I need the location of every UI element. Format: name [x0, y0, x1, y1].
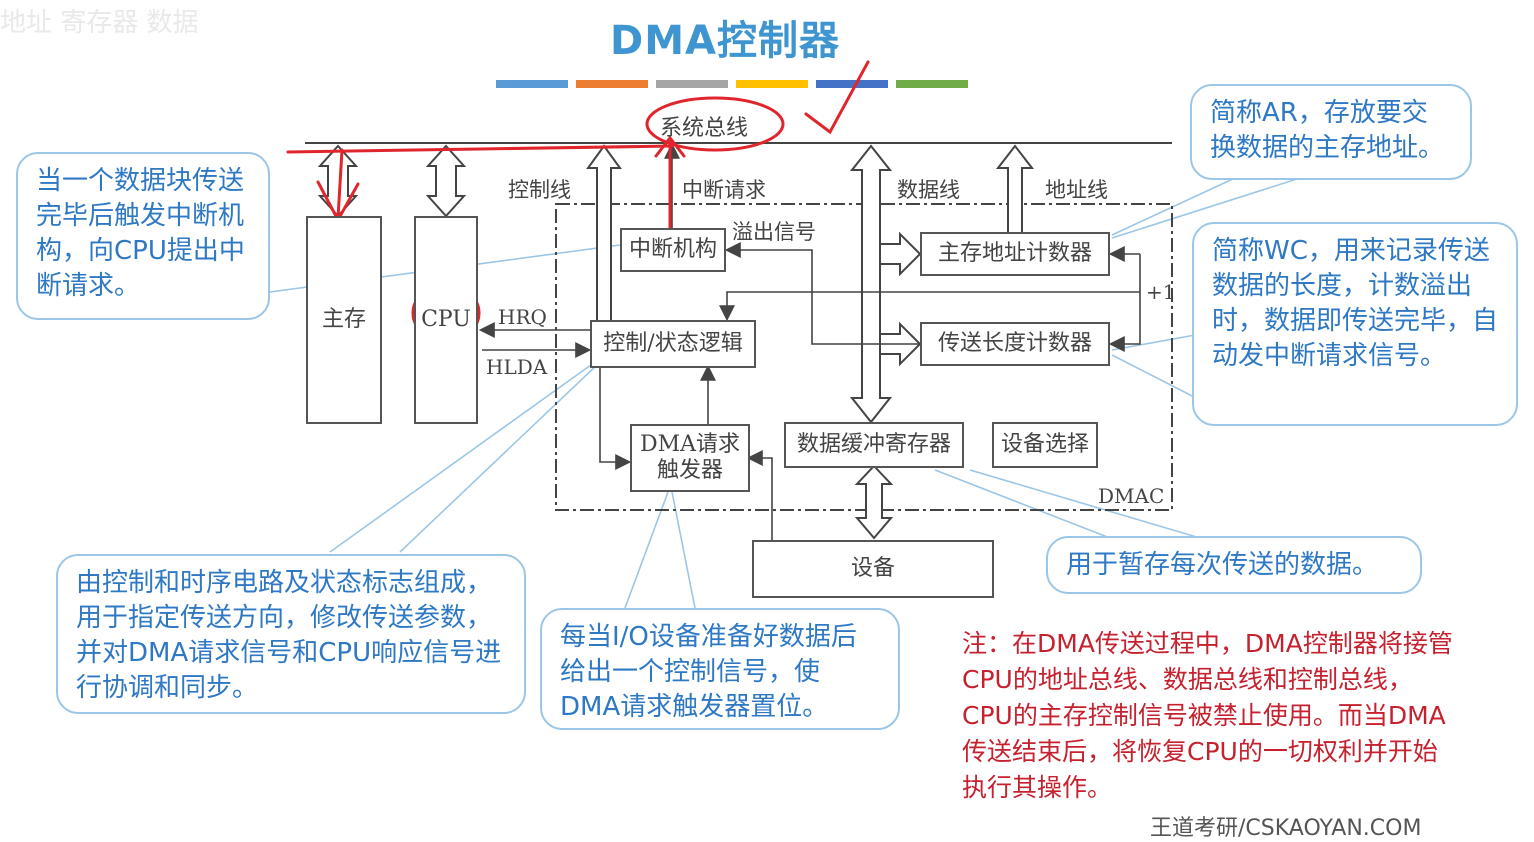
control-line-label: 控制线 — [508, 178, 571, 202]
main-memory-block: 主存 — [306, 216, 382, 424]
device-block: 设备 — [752, 540, 994, 598]
control-logic-block: 控制/状态逻辑 — [590, 320, 756, 368]
data-line-label: 数据线 — [897, 178, 960, 202]
cpu-label: CPU — [421, 306, 471, 332]
address-counter-input-arrow — [879, 231, 922, 277]
callout-dma-trigger: 每当I/O设备准备好数据后给出一个控制信号，使DMA请求触发器置位。 — [540, 608, 900, 730]
plus-one-label: +1 — [1146, 280, 1176, 304]
dmac-label: DMAC — [1098, 484, 1165, 508]
length-counter-block: 传送长度计数器 — [920, 322, 1110, 366]
cpu-block: CPU — [414, 216, 478, 424]
page-title: DMA控制器 — [610, 18, 840, 64]
note-text: 注：在DMA传送过程中，DMA控制器将接管CPU的地址总线、数据总线和控制总线，… — [962, 629, 1453, 802]
callout-control-logic: 由控制和时序电路及状态标志组成，用于指定传送方向，修改传送参数，并对DMA请求信… — [56, 554, 526, 714]
callout-word-count: 简称WC，用来记录传送数据的长度，计数溢出时，数据即传送完毕，自动发中断请求信号… — [1192, 222, 1518, 426]
system-bus-label: 系统总线 — [660, 116, 749, 141]
main-memory-label: 主存 — [321, 306, 366, 332]
dma-trigger-block: DMA请求触发器 — [630, 424, 750, 492]
callout-data-buffer: 用于暂存每次传送的数据。 — [1046, 536, 1422, 594]
device-select-block: 设备选择 — [992, 422, 1098, 468]
address-counter-block: 主存地址计数器 — [920, 232, 1110, 276]
color-stripe-4 — [736, 80, 808, 88]
color-stripe-6 — [896, 80, 968, 88]
interrupt-request-label: 中断请求 — [682, 178, 766, 202]
data-line-arrow — [849, 144, 893, 424]
callout-address-register: 简称AR，存放要交换数据的主存地址。 — [1190, 84, 1472, 180]
cpu-bus-arrow — [425, 144, 467, 218]
color-stripe-5 — [816, 80, 888, 88]
overflow-signal-label: 溢出信号 — [732, 220, 816, 244]
color-stripe-1 — [496, 80, 568, 88]
address-line-label: 地址线 — [1045, 178, 1108, 202]
address-line-arrow — [995, 144, 1035, 239]
color-stripe-3 — [656, 80, 728, 88]
interrupt-unit-block: 中断机构 — [620, 228, 726, 272]
callout-interrupt: 当一个数据块传送完毕后触发中断机构，向CPU提出中断请求。 — [16, 152, 270, 320]
watermark-text: 地址 寄存器 数据 — [0, 8, 199, 38]
buffer-device-arrow — [854, 464, 894, 540]
footer-text: 王道考研/CSKAOYAN.COM — [1150, 816, 1422, 841]
data-buffer-block: 数据缓冲寄存器 — [784, 422, 964, 468]
control-line-arrow — [586, 144, 622, 331]
hlda-label: HLDA — [486, 355, 548, 379]
hrq-label: HRQ — [498, 305, 547, 329]
color-stripe-2 — [576, 80, 648, 88]
